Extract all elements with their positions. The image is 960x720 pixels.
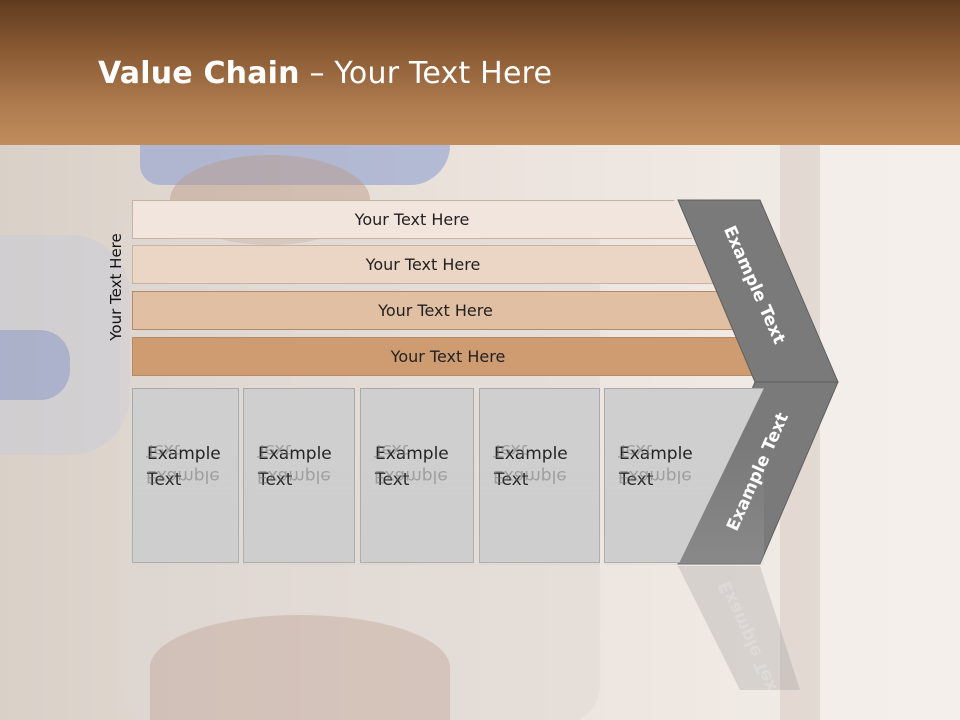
activity-box-reflection-text: Example Text xyxy=(493,437,567,489)
activity-box-reflection-line1: Example xyxy=(493,466,567,486)
activity-box-line1: Example xyxy=(494,441,599,467)
side-label: Your Text Here xyxy=(107,233,125,341)
activity-box-reflection-line2: Text xyxy=(374,440,409,460)
value-bar-3: Your Text Here xyxy=(132,291,739,330)
title-bold: Value Chain xyxy=(98,56,300,91)
activity-box-reflection-line2: Text xyxy=(257,440,292,460)
activity-box-line2: Text xyxy=(147,467,238,493)
value-bar-label: Your Text Here xyxy=(354,210,470,229)
header-band: Value Chain – Your Text Here xyxy=(0,0,960,145)
activity-box-reflection-text: Example Text xyxy=(618,437,692,489)
activity-box-reflection-line2: Text xyxy=(618,440,653,460)
activity-box-line2: Text xyxy=(375,467,473,493)
activity-box-reflection-text: Example Text xyxy=(146,437,220,489)
activity-box-reflection-line2: Text xyxy=(493,440,528,460)
activity-box-reflection-line2: Text xyxy=(146,440,181,460)
value-bar-label: Your Text Here xyxy=(378,301,493,320)
activity-box-reflection-line1: Example xyxy=(257,466,331,486)
activity-box-line1: Example xyxy=(147,441,238,467)
activity-box-reflection-line1: Example xyxy=(618,466,692,486)
value-bar-4: Your Text Here xyxy=(132,337,764,376)
activity-box-line1: Example xyxy=(375,441,473,467)
activity-box-line1: Example xyxy=(619,441,763,467)
activity-box-line2: Text xyxy=(619,467,763,493)
value-bar-label: Your Text Here xyxy=(390,347,506,366)
activity-box-reflection-line1: Example xyxy=(374,466,448,486)
activity-box-line2: Text xyxy=(494,467,599,493)
activity-box-reflection-text: Example Text xyxy=(374,437,448,489)
activity-box-reflection-line1: Example xyxy=(146,466,220,486)
page-title: Value Chain – Your Text Here xyxy=(98,56,552,91)
activity-box-reflection-text: Example Text xyxy=(257,437,331,489)
activity-box-line1: Example xyxy=(258,441,354,467)
title-rest: – Your Text Here xyxy=(299,56,553,91)
value-bar-1: Your Text Here xyxy=(132,200,692,239)
value-bar-2: Your Text Here xyxy=(132,245,714,284)
activity-box-line2: Text xyxy=(258,467,354,493)
value-bar-label: Your Text Here xyxy=(365,255,481,274)
